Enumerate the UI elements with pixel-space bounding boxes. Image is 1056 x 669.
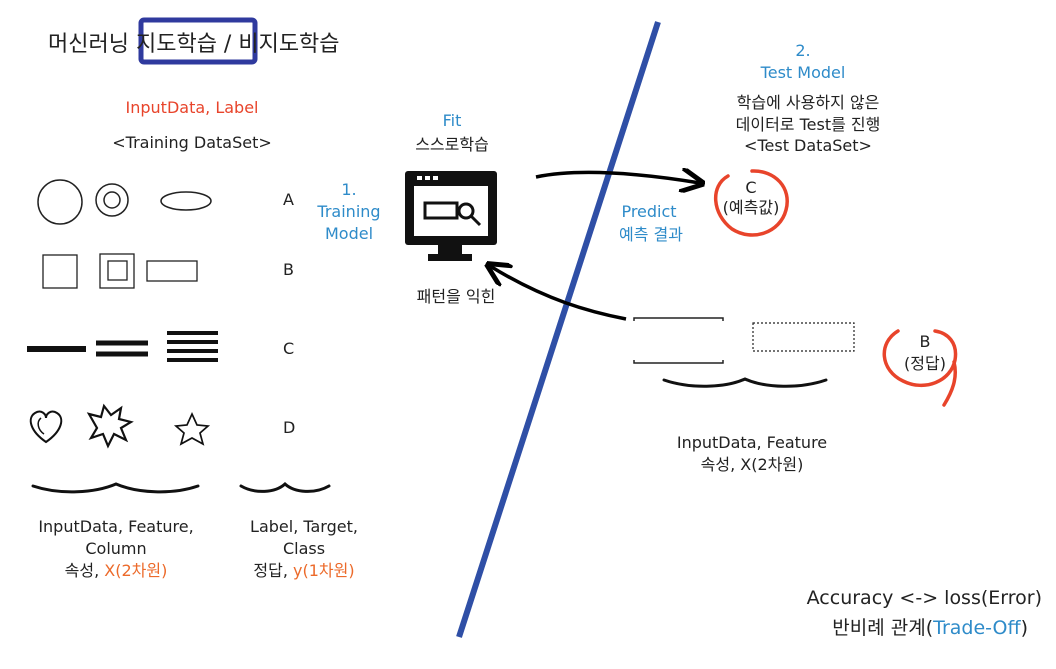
- predict-label: Predict: [621, 202, 677, 221]
- training-step-label: Training: [317, 202, 381, 221]
- row-a-shapes: [37, 179, 212, 225]
- summary-close: ): [1020, 617, 1028, 639]
- label-brace: [239, 481, 331, 493]
- training-dataset-label: <Training DataSet>: [112, 133, 272, 152]
- training-step-label-2: Model: [324, 224, 374, 243]
- prediction-label: (예측값): [722, 198, 780, 217]
- row-label-c: C: [283, 339, 295, 358]
- fit-label: Fit: [442, 111, 462, 130]
- label-caption-line-3: 정답, y(1차원): [253, 560, 354, 582]
- feature-caption-line-3: 속성, X(2차원): [65, 560, 168, 582]
- test-step-number: 2.: [795, 41, 811, 60]
- summary-line-2: 반비례 관계(Trade-Off): [832, 615, 1028, 641]
- monitor-icon: [405, 171, 497, 261]
- row-d-shapes: [29, 403, 211, 449]
- prediction-letter: C: [745, 178, 757, 197]
- prediction-circle: [713, 169, 789, 237]
- train-test-divider: [456, 21, 661, 638]
- test-input-shapes: [633, 317, 855, 364]
- title-prefix: 머신러닝: [48, 32, 136, 57]
- answer-circle: [882, 329, 958, 407]
- feature-caption-dim: X(2차원): [104, 561, 168, 580]
- row-label-a: A: [283, 190, 294, 209]
- test-input-brace: [662, 377, 828, 388]
- title-suffix: / 비지도학습: [216, 32, 340, 57]
- answer-label: (정답): [904, 354, 946, 373]
- label-caption-line-1: Label, Target,: [250, 517, 358, 536]
- feature-brace: [31, 482, 200, 494]
- feedback-arrow: [490, 266, 627, 321]
- summary-ko: 반비례 관계(: [832, 617, 934, 639]
- page-title: 머신러닝 지도학습 / 비지도학습: [48, 30, 340, 60]
- label-caption-ko: 정답,: [253, 561, 294, 580]
- answer-letter: B: [919, 332, 931, 351]
- fit-label-ko: 스스로학습: [415, 135, 489, 154]
- feature-caption-line-1: InputData, Feature,: [38, 517, 194, 536]
- training-input-label: InputData, Label: [125, 98, 259, 117]
- test-dataset-label: <Test DataSet>: [744, 136, 872, 155]
- test-step-title: Test Model: [760, 63, 846, 82]
- test-desc-line-2: 데이터로 Test를 진행: [735, 115, 881, 134]
- summary-line-1: Accuracy <-> loss(Error): [806, 587, 1042, 609]
- test-input-caption-1: InputData, Feature: [676, 433, 828, 452]
- label-caption-dim: y(1차원): [293, 561, 355, 580]
- title-highlight-box: [138, 17, 258, 65]
- title-highlighted: 지도학습: [135, 32, 217, 57]
- predict-arrow: [535, 172, 700, 183]
- row-b-shapes: [42, 253, 198, 289]
- summary-trade-off: Trade-Off: [933, 617, 1021, 639]
- row-label-b: B: [283, 260, 294, 279]
- pattern-label: 패턴을 익힌: [416, 287, 496, 306]
- row-label-d: D: [283, 418, 296, 437]
- feature-caption-ko: 속성,: [64, 561, 105, 580]
- label-caption-line-2: Class: [282, 539, 326, 558]
- row-c-shapes: [27, 331, 218, 362]
- test-desc-line-1: 학습에 사용하지 않은: [736, 93, 880, 112]
- training-step-number: 1.: [341, 180, 357, 199]
- feature-caption-line-2: Column: [85, 539, 147, 558]
- test-input-caption-2: 속성, X(2차원): [700, 455, 804, 474]
- predict-label-ko: 예측 결과: [619, 225, 683, 244]
